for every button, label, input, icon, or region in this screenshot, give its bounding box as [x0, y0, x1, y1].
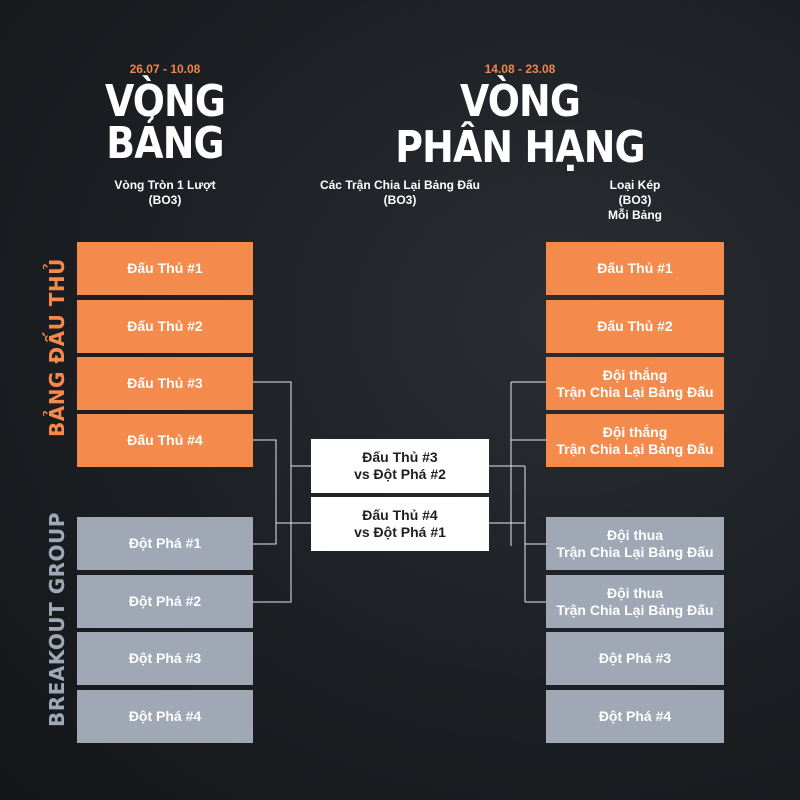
placement-slot-4: Đội thắng Trận Chia Lại Bảng Đấu: [546, 414, 724, 467]
reseed-match-1-line2: vs Đột Phá #2: [354, 466, 446, 482]
placement-slot-1-line1: Đấu Thủ #1: [597, 260, 673, 276]
placement-format-line1: Loại Kép: [609, 178, 661, 192]
group-slot-dau-thu-4: Đấu Thủ #4: [77, 414, 253, 467]
placement-slot-5: Đội thua Trận Chia Lại Bảng Đấu: [546, 517, 724, 570]
group-stage-title-line2: BẢNG: [106, 118, 224, 169]
connector-left-dt4: [253, 439, 277, 545]
placement-slot-7-line1: Đột Phá #3: [598, 650, 672, 666]
connector-match-to-right: [489, 465, 525, 524]
placement-slot-8: Đột Phá #4: [546, 690, 724, 743]
connector-left-dt3: [253, 381, 292, 603]
group-slot-dot-pha-4: Đột Phá #4: [77, 690, 253, 743]
connector-right-losers: [511, 465, 546, 603]
group-stage-format-line1: Vòng Tròn 1 Lượt: [114, 178, 216, 192]
placement-slot-6-line1: Đội thua: [607, 584, 663, 601]
reseed-match-1-line1: Đấu Thủ #3: [362, 449, 438, 465]
group-slot-dau-thu-3: Đấu Thủ #3: [77, 357, 253, 410]
reseed-match-1: Đấu Thủ #3 vs Đột Phá #2: [311, 439, 489, 493]
group-slot-dau-thu-2: Đấu Thủ #2: [77, 300, 253, 353]
group-slot-dau-thu-1: Đấu Thủ #1: [77, 242, 253, 295]
group-stage-title-line1: VÒNG: [104, 76, 226, 127]
reseed-label-line1: Các Trận Chia Lại Bảng Đấu: [319, 178, 481, 192]
placement-slot-3-line1: Đội thắng: [602, 366, 668, 383]
reseed-match-2-line1: Đấu Thủ #4: [362, 507, 438, 523]
placement-format-line2: (BO3): [618, 193, 652, 207]
placement-slot-4-line1: Đội thắng: [602, 423, 668, 440]
group-slot-dot-pha-3: Đột Phá #3: [77, 632, 253, 685]
placement-slot-3-line2: Trận Chia Lại Bảng Đấu: [556, 383, 714, 400]
placement-slot-2-line1: Đấu Thủ #2: [597, 318, 673, 334]
placement-stage-title-line1: VÒNG: [459, 76, 581, 127]
group-stage-format-line2: (BO3): [148, 193, 182, 207]
placement-slot-6-line2: Trận Chia Lại Bảng Đấu: [556, 601, 714, 618]
placement-format-line3: Mỗi Bảng: [608, 208, 662, 222]
placement-slot-3: Đội thắng Trận Chia Lại Bảng Đấu: [546, 357, 724, 410]
group-slot-dot-pha-1: Đột Phá #1: [77, 517, 253, 570]
placement-slot-6: Đội thua Trận Chia Lại Bảng Đấu: [546, 575, 724, 628]
placement-stage-date: 14.08 - 23.08: [484, 62, 556, 76]
placement-slot-4-line2: Trận Chia Lại Bảng Đấu: [556, 440, 714, 457]
placement-slot-5-line1: Đội thua: [607, 526, 663, 543]
reseed-match-2-line2: vs Đột Phá #1: [354, 524, 446, 540]
connector-right-winners: [510, 381, 546, 546]
placement-slot-7: Đột Phá #3: [546, 632, 724, 685]
placement-slot-5-line2: Trận Chia Lại Bảng Đấu: [556, 543, 714, 560]
group-stage-date: 26.07 - 10.08: [129, 62, 201, 76]
placement-slot-8-line1: Đột Phá #4: [598, 708, 672, 724]
placement-slot-1: Đấu Thủ #1: [546, 242, 724, 295]
reseed-label-line2: (BO3): [383, 193, 417, 207]
placement-stage-title-line2: PHÂN HẠNG: [395, 122, 645, 173]
reseed-match-2: Đấu Thủ #4 vs Đột Phá #1: [311, 497, 489, 551]
placement-slot-2: Đấu Thủ #2: [546, 300, 724, 353]
group-slot-dot-pha-2: Đột Phá #2: [77, 575, 253, 628]
